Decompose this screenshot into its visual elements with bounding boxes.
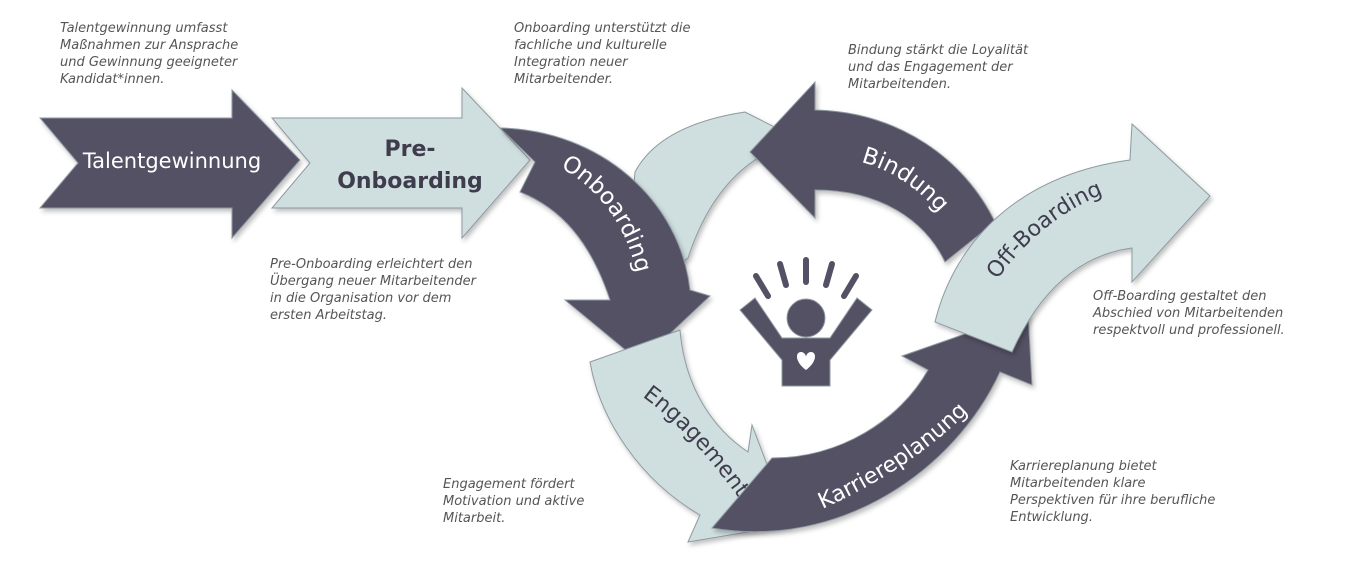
onboarding-description: Onboarding unterstützt die fachliche und… [514, 21, 691, 87]
pre-onboarding-description: Pre-Onboarding erleichtert den Übergang … [270, 257, 476, 323]
karriereplanung-arrow [711, 311, 1033, 533]
pre-onboarding-arrow [270, 86, 531, 240]
person-body [739, 297, 873, 387]
onboarding-arrow [498, 127, 711, 363]
joy-rays-icon [753, 257, 859, 299]
bindung-description: Bindung stärkt die Loyalität und das Eng… [848, 43, 1029, 92]
person-raising-arms-with-heart-icon [739, 257, 873, 387]
engagement-description: Engagement fördert Motivation und aktive… [443, 477, 585, 526]
talentgewinnung-label: Talentgewinnung [82, 149, 261, 173]
stage-talentgewinnung: Talentgewinnung [38, 88, 301, 240]
stage-karriereplanung: Karriereplanung [711, 311, 1033, 533]
bindung-arrow [749, 80, 996, 263]
pre-onboarding-label-line1: Pre- [384, 137, 435, 162]
stage-engagement: Engagement [589, 329, 791, 543]
stage-bindung: Bindung [749, 80, 996, 263]
stage-pre-onboarding: Pre- Onboarding [270, 86, 531, 240]
talentgewinnung-arrow [38, 88, 301, 240]
heart-icon [796, 352, 816, 370]
pre-onboarding-label-line2: Onboarding [337, 169, 483, 194]
karriereplanung-description: Karriereplanung bietet Mitarbeitenden kl… [1010, 459, 1216, 525]
off-boarding-description: Off-Boarding gestaltet den Abschied von … [1093, 289, 1285, 338]
person-head [786, 298, 826, 338]
talentgewinnung-description: Talentgewinnung umfasst Maßnahmen zur An… [60, 21, 239, 87]
off-boarding-arrow [934, 122, 1211, 353]
engagement-arrow [589, 329, 791, 543]
